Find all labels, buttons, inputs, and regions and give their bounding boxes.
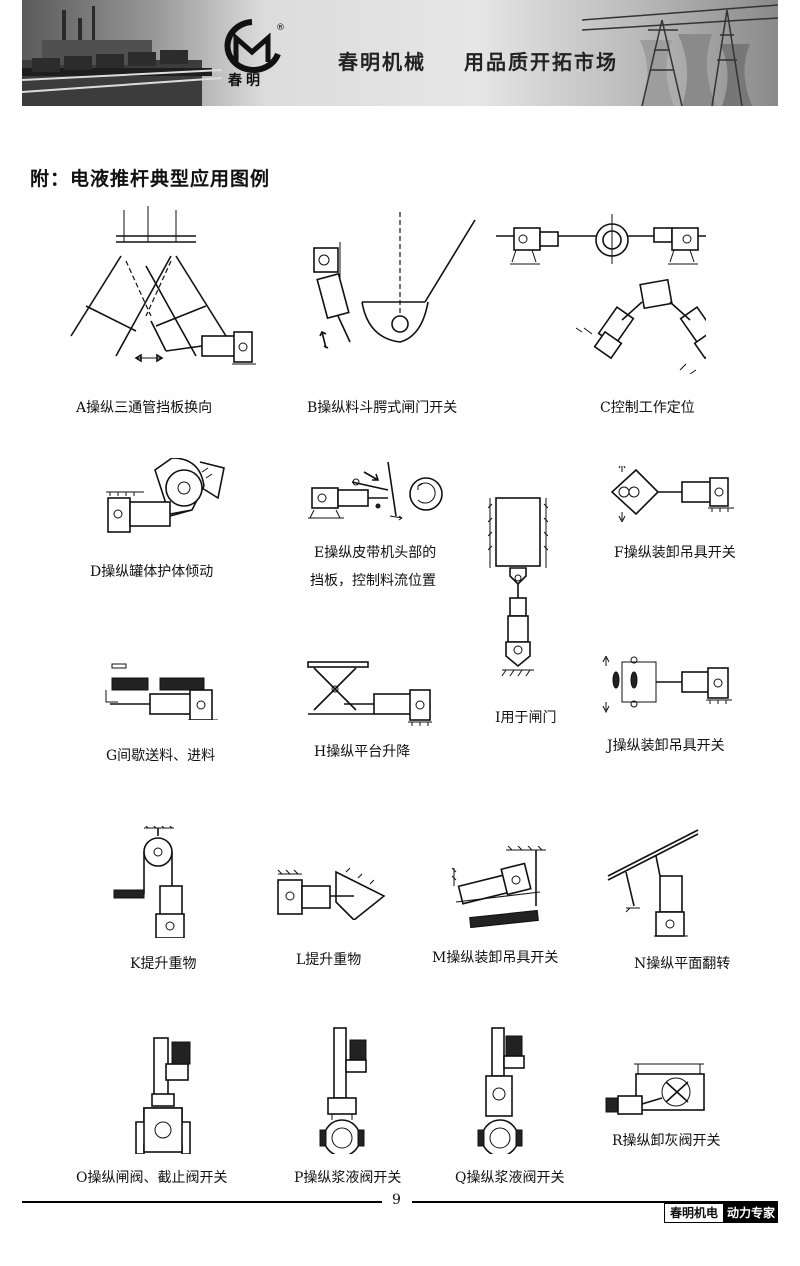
figure-o-diagram [130, 1024, 200, 1154]
section-title: 附：电液推杆典型应用图例 [30, 168, 271, 190]
figure-e-caption-line1: E操纵皮带机头部的 [314, 545, 437, 561]
figure-g-diagram [100, 660, 220, 720]
figure-a-diagram [66, 206, 266, 376]
figure-l-diagram [274, 864, 386, 920]
figure-m-diagram [446, 846, 550, 930]
figure-l-caption: L提升重物 [296, 952, 362, 968]
figure-c-diagram [496, 214, 706, 374]
figure-k-caption: K提升重物 [130, 956, 197, 972]
figure-d-diagram [100, 458, 240, 538]
figure-f-caption: F操纵装卸吊具开关 [614, 545, 736, 561]
figure-o-caption: O操纵闸阀、截止阀开关 [76, 1170, 228, 1186]
figure-m-caption: M操纵装卸吊具开关 [432, 950, 559, 966]
figure-b-diagram [300, 212, 480, 362]
figure-c-caption: C控制工作定位 [600, 400, 695, 416]
figure-p-diagram [318, 1024, 382, 1154]
svg-text:®: ® [276, 23, 285, 33]
figure-j-diagram [598, 656, 738, 716]
figure-k-diagram [112, 826, 188, 938]
figure-a-caption: A操纵三通管挡板换向 [76, 400, 213, 416]
figure-g-caption: G间歇送料、进料 [106, 748, 216, 764]
footer-rule-right [412, 1201, 778, 1203]
figure-j-caption: J操纵装卸吊具开关 [607, 738, 725, 754]
figure-r-diagram [604, 1060, 714, 1120]
figure-n-caption: N操纵平面翻转 [634, 956, 731, 972]
figure-i-diagram [488, 494, 548, 694]
slogan-motto: 用品质开拓市场 [464, 50, 618, 74]
company-logo: ® [218, 18, 286, 90]
figure-p-caption: P操纵浆液阀开关 [294, 1170, 402, 1186]
figure-b-caption: B操纵料斗腭式闸门开关 [307, 400, 458, 416]
logo-text: 春明 [228, 73, 264, 89]
figure-q-diagram [474, 1024, 538, 1154]
industrial-scene-illustration [22, 4, 778, 106]
footer-rule-left [22, 1201, 382, 1203]
page-number: 9 [392, 1192, 401, 1208]
footer-tagline: 动力专家 [724, 1203, 778, 1223]
figure-h-diagram [304, 660, 434, 726]
figure-r-caption: R操纵卸灰阀开关 [612, 1133, 721, 1149]
header-banner: ® 春明 春明机械 用品质开拓市场 [22, 0, 778, 106]
slogan-company: 春明机械 [338, 50, 426, 74]
figure-f-diagram [606, 466, 736, 522]
figure-e-caption-line2: 挡板，控制料流位置 [310, 573, 436, 589]
figure-i-caption: I用于闸门 [495, 710, 557, 726]
figure-d-caption: D操纵罐体护体倾动 [90, 564, 214, 580]
figure-h-caption: H操纵平台升降 [314, 744, 411, 760]
footer-brand: 春明机电 [664, 1203, 724, 1223]
figure-q-caption: Q操纵浆液阀开关 [455, 1170, 565, 1186]
figure-n-diagram [604, 828, 704, 938]
figure-e-diagram [306, 460, 456, 524]
